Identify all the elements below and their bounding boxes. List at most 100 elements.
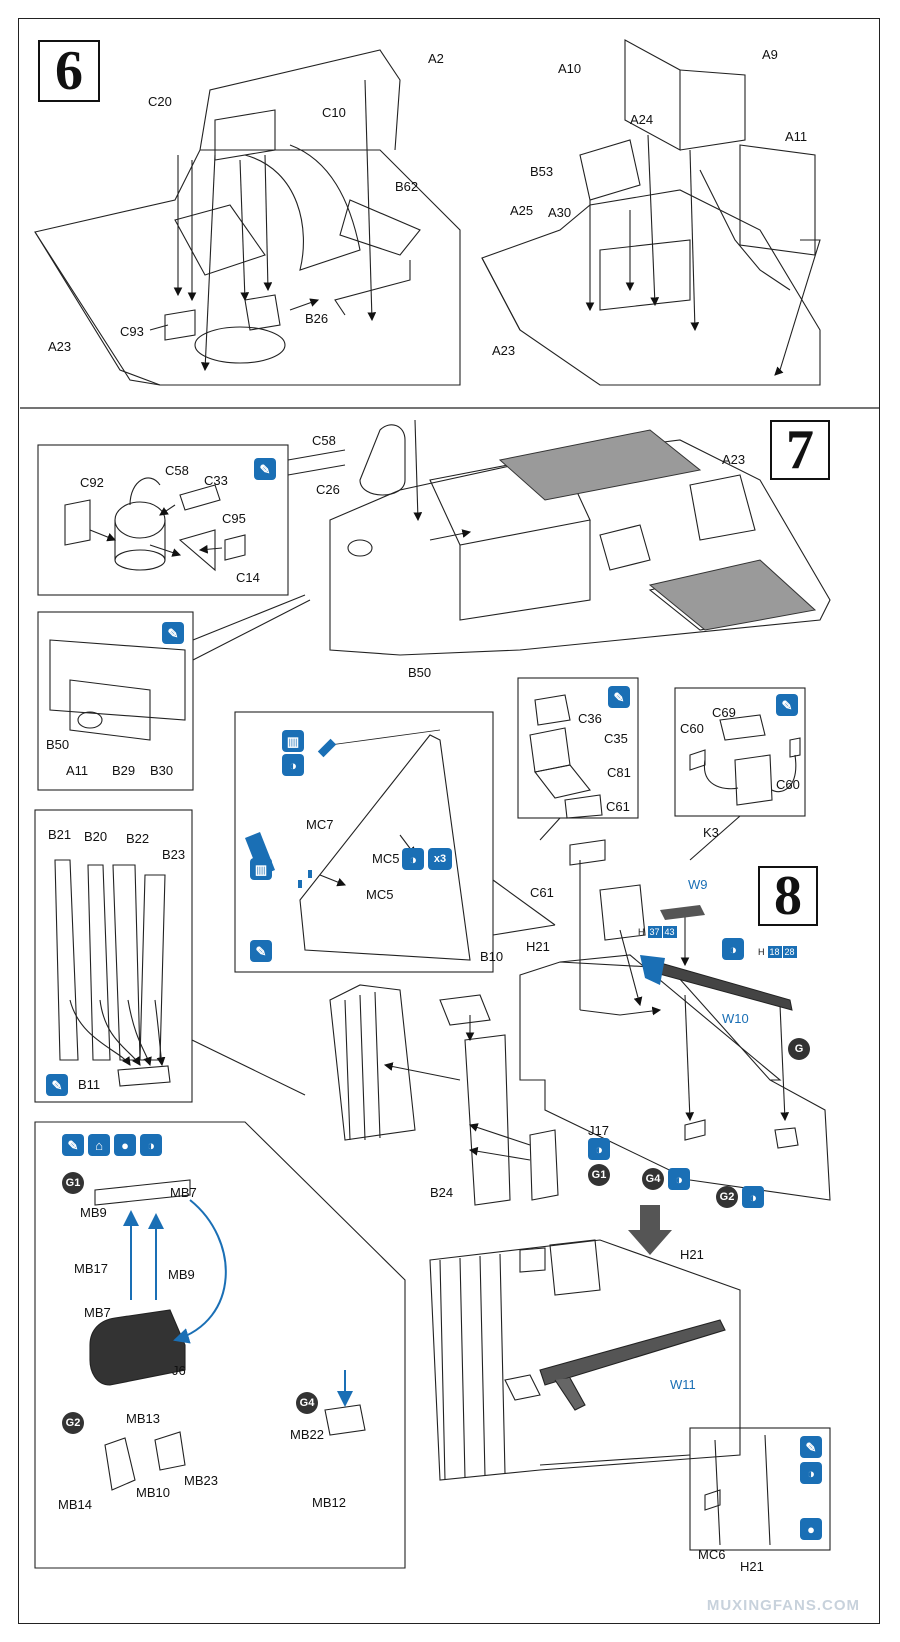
label-inset-b30: B30 bbox=[150, 763, 174, 778]
label-c60-right: C60 bbox=[776, 777, 800, 792]
label-c61: C61 bbox=[530, 885, 554, 900]
label-c26: C26 bbox=[316, 482, 340, 497]
g1-badge: G1 bbox=[588, 1164, 610, 1186]
label-c20: C20 bbox=[148, 94, 172, 109]
label-c93: C93 bbox=[120, 324, 144, 339]
step-8-number: 8 bbox=[758, 866, 818, 926]
label-b10: B10 bbox=[480, 949, 504, 964]
label-inset-c14: C14 bbox=[236, 570, 260, 585]
label-a2: A2 bbox=[428, 51, 444, 66]
inset-mc-frame bbox=[234, 711, 494, 973]
paint-icon: ✎ bbox=[776, 694, 798, 716]
label-b26: B26 bbox=[305, 311, 329, 326]
label-mc7: MC7 bbox=[306, 817, 334, 832]
label-c69: C69 bbox=[712, 705, 736, 720]
label-inset-b50: B50 bbox=[46, 737, 70, 752]
label-h21: H21 bbox=[526, 939, 550, 954]
paint-icon: ✎ bbox=[608, 686, 630, 708]
label-b21: B21 bbox=[48, 827, 72, 842]
label-a23-left: A23 bbox=[48, 339, 72, 354]
glue-icon: ◑ bbox=[402, 848, 424, 870]
glue-icon: ◑ bbox=[668, 1168, 690, 1190]
label-b22: B22 bbox=[126, 831, 150, 846]
g4-badge: G4 bbox=[642, 1168, 664, 1190]
label-c10: C10 bbox=[322, 105, 346, 120]
page-frame bbox=[18, 18, 880, 1624]
paint-drop-icon: ● bbox=[800, 1518, 822, 1540]
label-mb23: MB23 bbox=[184, 1473, 218, 1488]
glue-icon: ◑ bbox=[800, 1462, 822, 1484]
label-a10: A10 bbox=[558, 61, 582, 76]
label-inset-c92: C92 bbox=[80, 475, 104, 490]
inset-b50-frame bbox=[37, 611, 194, 791]
label-a9: A9 bbox=[762, 47, 778, 62]
label-mc6: MC6 bbox=[698, 1547, 726, 1562]
bend-icon: ⌂ bbox=[88, 1134, 110, 1156]
label-inset-c95: C95 bbox=[222, 511, 246, 526]
label-b53: B53 bbox=[530, 164, 554, 179]
inset-ammo-frame bbox=[517, 677, 639, 819]
label-mb14: MB14 bbox=[58, 1497, 92, 1512]
g4-inset-badge: G4 bbox=[296, 1392, 318, 1414]
wall-h21-assembled bbox=[429, 1239, 741, 1481]
label-mb9-b: MB9 bbox=[168, 1267, 195, 1282]
label-mb7-a: MB7 bbox=[170, 1185, 197, 1200]
label-mc5-a: MC5 bbox=[372, 851, 400, 866]
glue-icon: ◑ bbox=[140, 1134, 162, 1156]
paint-icon: ✎ bbox=[800, 1436, 822, 1458]
inset-b21-frame bbox=[34, 809, 193, 1103]
label-a23-step7: A23 bbox=[722, 452, 746, 467]
g2-inset-badge: G2 bbox=[62, 1412, 84, 1434]
label-b11: B11 bbox=[78, 1077, 101, 1092]
label-b24: B24 bbox=[430, 1185, 454, 1200]
paint-drop-icon: ● bbox=[114, 1134, 136, 1156]
g2-badge: G2 bbox=[716, 1186, 738, 1208]
glue-icon: ◑ bbox=[742, 1186, 764, 1208]
label-c61-inset: C61 bbox=[606, 799, 630, 814]
step-7-number: 7 bbox=[770, 420, 830, 480]
inset-mc6-frame bbox=[689, 1427, 831, 1551]
label-mb13: MB13 bbox=[126, 1411, 160, 1426]
label-b62: B62 bbox=[395, 179, 419, 194]
photo-etch-icon: ▥ bbox=[282, 730, 304, 752]
label-c60-left: C60 bbox=[680, 721, 704, 736]
label-mb7-b: MB7 bbox=[84, 1305, 111, 1320]
paint-icon: ✎ bbox=[46, 1074, 68, 1096]
label-a25: A25 bbox=[510, 203, 534, 218]
label-c36: C36 bbox=[578, 711, 602, 726]
glue-icon: ◑ bbox=[588, 1138, 610, 1160]
photo-etch-icon: ▥ bbox=[250, 858, 272, 880]
g1-inset-badge: G1 bbox=[62, 1172, 84, 1194]
label-mb10: MB10 bbox=[136, 1485, 170, 1500]
paint-icon: ✎ bbox=[162, 622, 184, 644]
inset-g-frame bbox=[34, 1121, 406, 1569]
label-h21-lower: H21 bbox=[680, 1247, 704, 1262]
label-mc6-h21: H21 bbox=[740, 1559, 764, 1574]
wall-h21 bbox=[519, 961, 831, 1201]
hull-step6-left bbox=[34, 149, 461, 386]
label-w9: W9 bbox=[688, 877, 708, 892]
glue-icon: ◑ bbox=[722, 938, 744, 960]
paint-icon: ✎ bbox=[62, 1134, 84, 1156]
label-a23-right: A23 bbox=[492, 343, 516, 358]
label-c81: C81 bbox=[607, 765, 631, 780]
glue-icon: ◑ bbox=[282, 754, 304, 776]
label-c58: C58 bbox=[312, 433, 336, 448]
label-j6: J6 bbox=[172, 1363, 186, 1378]
label-b50: B50 bbox=[408, 665, 432, 680]
label-b23: B23 bbox=[162, 847, 186, 862]
g-badge: G bbox=[788, 1038, 810, 1060]
label-mb17: MB17 bbox=[74, 1261, 108, 1276]
label-inset-a11: A11 bbox=[66, 763, 89, 778]
label-c35: C35 bbox=[604, 731, 628, 746]
label-mb22: MB22 bbox=[290, 1427, 324, 1442]
label-mc5-b: MC5 bbox=[366, 887, 394, 902]
quantity-badge: x3 bbox=[428, 848, 452, 870]
label-inset-c33: C33 bbox=[204, 473, 228, 488]
label-w11: W11 bbox=[670, 1377, 696, 1392]
label-a24: A24 bbox=[630, 112, 654, 127]
label-a30: A30 bbox=[548, 205, 572, 220]
watermark: MUXINGFANS.COM bbox=[706, 1597, 860, 1614]
